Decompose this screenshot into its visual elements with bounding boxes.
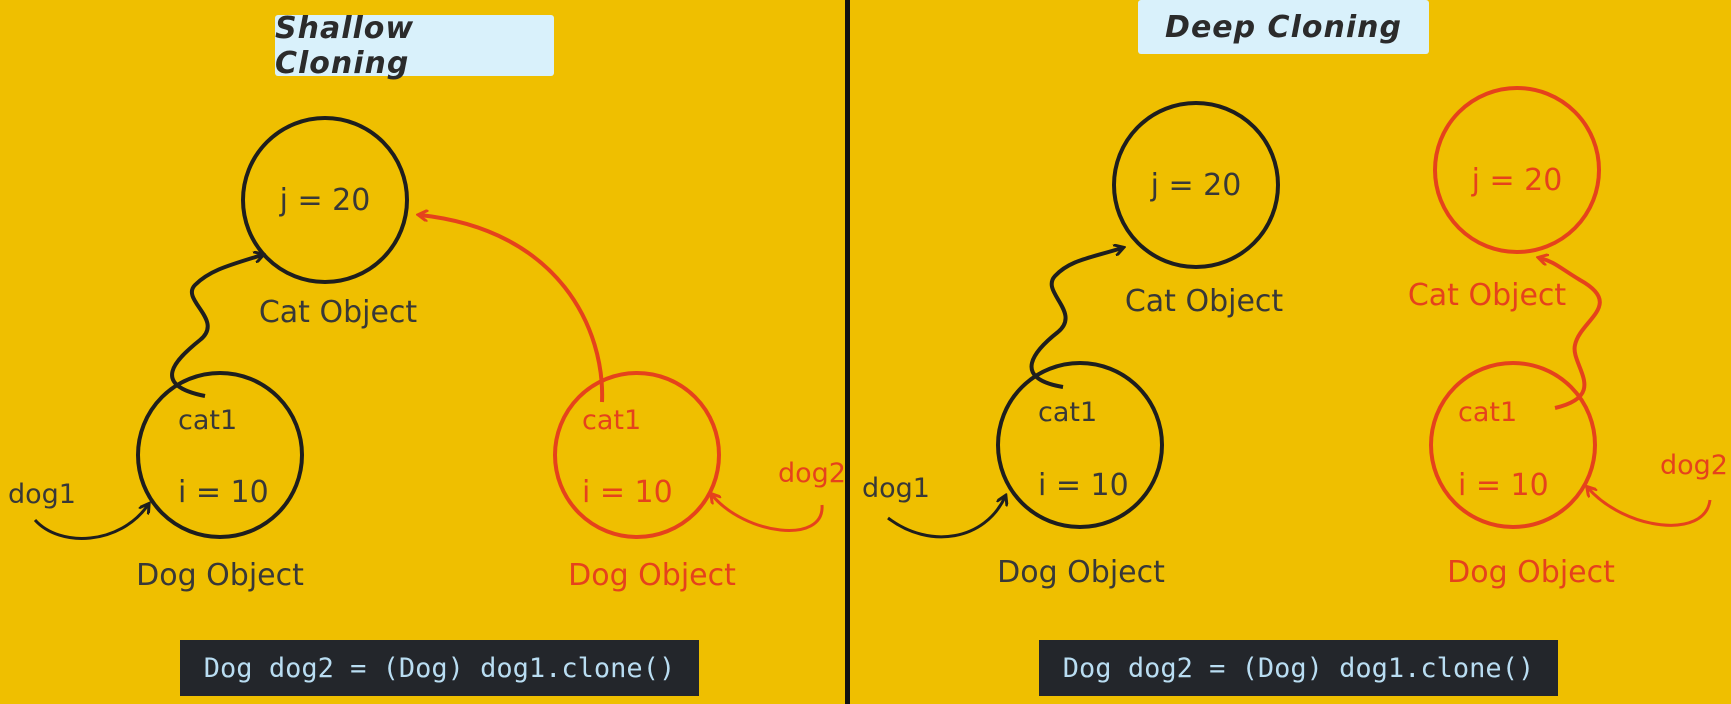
left-dog1-pointer-arrow [33, 505, 148, 540]
left-cat-caption: Cat Object [259, 295, 418, 330]
left-code-snippet: Dog dog2 = (Dog) dog1.clone() [180, 640, 699, 696]
right-dog2-pointer-arrow [1588, 488, 1712, 527]
right-dog1-ref-name: dog1 [862, 473, 930, 504]
right-cat-field: j = 20 [1150, 168, 1242, 203]
left-dog1-caption: Dog Object [136, 558, 304, 593]
left-dog1-int-field: i = 10 [178, 475, 269, 510]
left-dog1-ref-name: dog1 [8, 479, 76, 510]
right-dog1-pointer-arrow [887, 497, 1005, 539]
right-cat-copy-field: j = 20 [1471, 163, 1563, 198]
right-dog2-ref-name: dog2 [1660, 450, 1728, 481]
right-dog1-int-field: i = 10 [1038, 468, 1129, 503]
right-code-snippet: Dog dog2 = (Dog) dog1.clone() [1039, 640, 1558, 696]
right-cat-object-circle [1112, 101, 1280, 269]
right-cat-copy-object-circle [1433, 86, 1601, 254]
left-dog2-ref-name: dog2 [778, 458, 846, 489]
left-cat-field: j = 20 [279, 183, 371, 218]
panel-divider [845, 0, 850, 704]
left-dog1-ref-field: cat1 [178, 405, 237, 436]
left-dog2-ref-field: cat1 [582, 405, 641, 436]
left-dog2-to-cat-arrow [420, 215, 605, 403]
right-dog2-caption: Dog Object [1447, 555, 1615, 590]
left-dog1-object-circle [136, 371, 304, 539]
deep-cloning-title: Deep Cloning [1138, 0, 1429, 54]
right-cat-copy-caption: Cat Object [1408, 278, 1567, 313]
right-dog2-int-field: i = 10 [1458, 468, 1549, 503]
right-dog1-caption: Dog Object [997, 555, 1165, 590]
right-dog2-object-circle [1429, 361, 1597, 529]
right-cat-caption: Cat Object [1125, 284, 1284, 319]
left-dog2-object-circle [553, 371, 721, 539]
left-dog2-pointer-arrow [712, 495, 824, 532]
shallow-cloning-title: Shallow Cloning [275, 11, 554, 81]
right-dog2-ref-field: cat1 [1458, 397, 1517, 428]
right-dog2-to-cat-copy-arrow [1540, 258, 1602, 410]
left-dog1-to-cat-arrow [170, 255, 262, 398]
right-dog1-ref-field: cat1 [1038, 397, 1097, 428]
left-dog2-int-field: i = 10 [582, 475, 673, 510]
right-dog1-to-cat-arrow [1029, 248, 1122, 389]
right-dog1-object-circle [996, 361, 1164, 529]
left-dog2-caption: Dog Object [568, 558, 736, 593]
left-cat-object-circle [241, 116, 409, 284]
